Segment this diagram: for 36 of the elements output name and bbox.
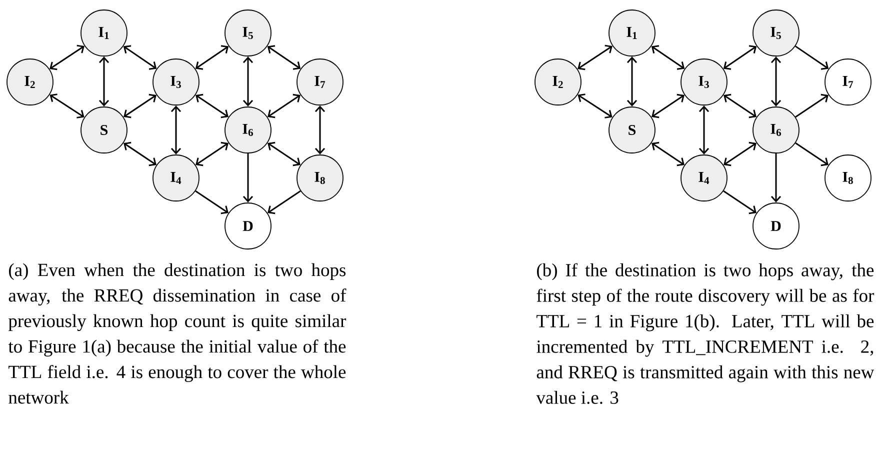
arrow: [795, 142, 828, 166]
arrow: [50, 94, 84, 118]
arrow: [50, 44, 84, 70]
arrow: [242, 153, 254, 203]
arrow: [196, 94, 228, 118]
arrow: [268, 142, 300, 166]
caption: (b) If the destination is two hops away, the first step of the route discovery will be as for TTL = 1 in Figure 1(b). Later, TTL will be incremented by TTL_INCREMENT i.e. 2, and RREQ is transmitted again with this new value i.e. 3: [536, 263, 874, 404]
arrow: [578, 44, 612, 70]
arrow: [196, 142, 228, 166]
arrow: [770, 56, 782, 107]
arrow: [795, 94, 828, 118]
arrow: [268, 94, 300, 118]
arrow: [170, 105, 182, 155]
arrow: [195, 190, 228, 214]
arrow: [267, 45, 301, 70]
arrow: [698, 105, 710, 155]
arrow: [195, 45, 229, 70]
arrow: [242, 56, 254, 107]
arrow: [124, 142, 156, 166]
arrow: [651, 45, 685, 70]
arrow: [724, 142, 756, 166]
arrow: [124, 94, 156, 118]
arrow: [652, 94, 684, 118]
arrow: [98, 56, 110, 107]
arrow: [268, 190, 301, 214]
arrow: [123, 45, 157, 70]
arrow: [770, 153, 782, 203]
arrow: [578, 94, 612, 118]
arrow: [723, 190, 756, 214]
arrow: [626, 56, 638, 107]
arrow: [652, 142, 684, 166]
arrow: [724, 94, 756, 118]
caption: (a) Even when the destination is two hops away, the RREQ dissemination in case of previously known hop count is quite similar to Figure 1(a) because the initial value of the TTL field i.e. 4 is enough to cover the whole network: [8, 263, 346, 404]
arrow: [314, 105, 326, 155]
arrow: [723, 45, 757, 70]
arrow: [794, 46, 829, 70]
